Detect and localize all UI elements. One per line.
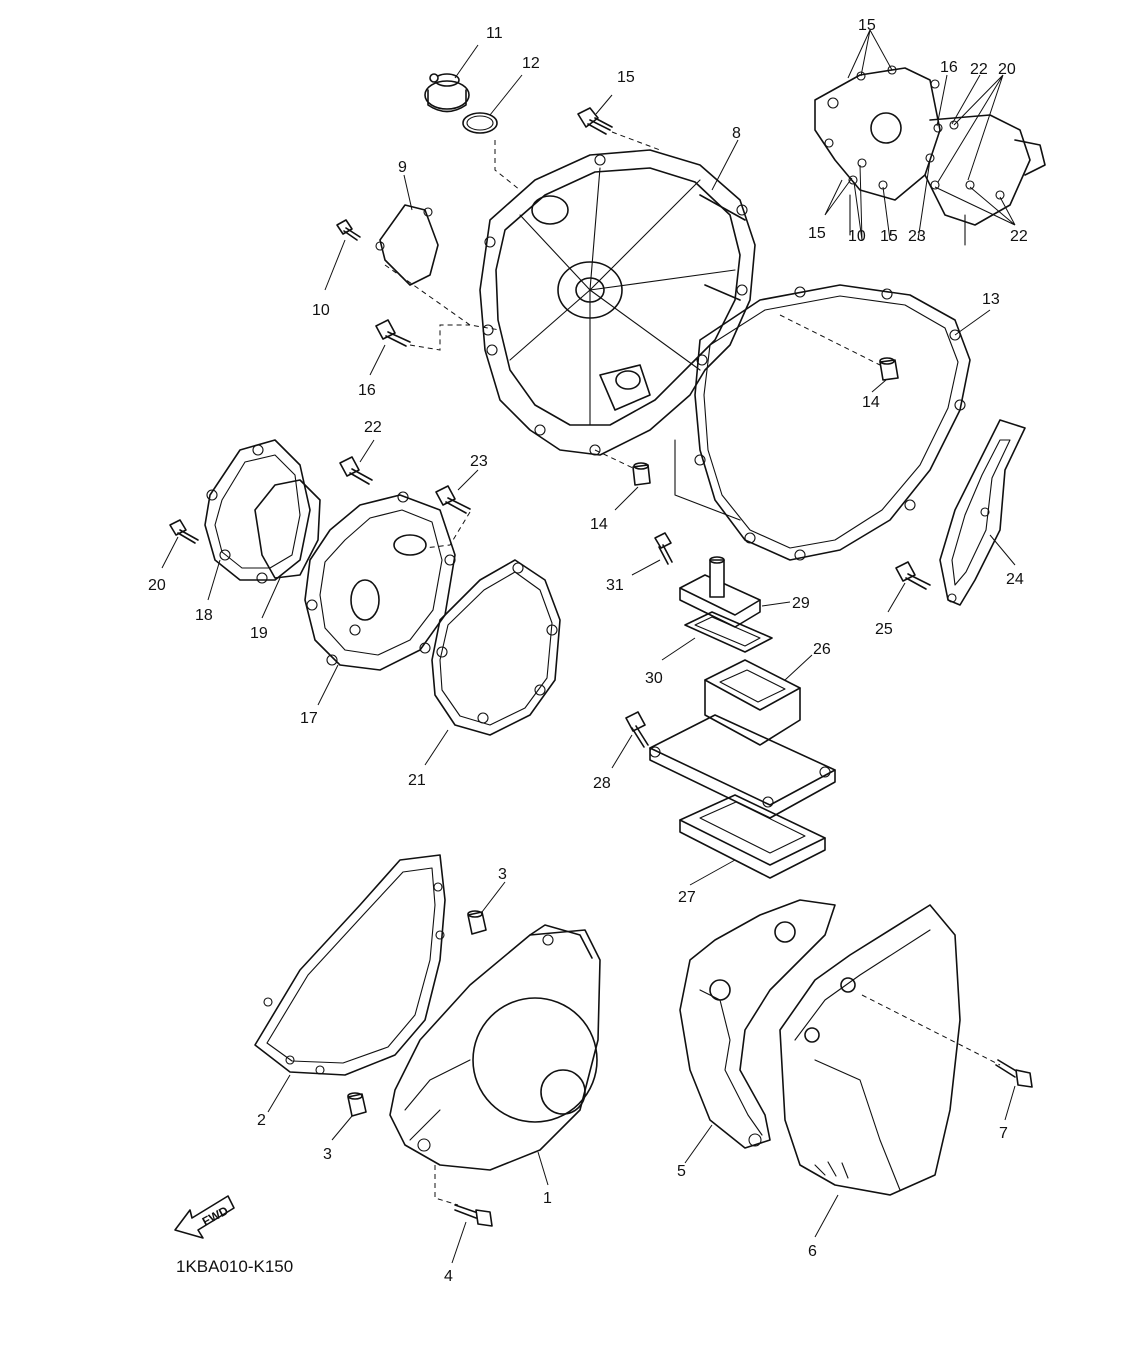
oil-filler-cap	[424, 44, 479, 113]
callout-31: 31	[606, 577, 624, 594]
callout-24: 24	[1006, 571, 1024, 588]
bracket-24	[939, 419, 1026, 606]
bolt-7	[995, 1059, 1033, 1121]
callout-28: 28	[593, 775, 611, 792]
clutch-cover	[479, 139, 756, 456]
inset-callout-15-top: 15	[858, 17, 876, 34]
cover-9	[375, 174, 501, 331]
inset-callout-22-bottom: 22	[1010, 228, 1028, 245]
inset-callout-22-top: 22	[970, 61, 988, 78]
bolt-25	[887, 561, 931, 613]
callout-23: 23	[470, 453, 488, 470]
inset-callout-15-left: 15	[808, 225, 826, 242]
plate-27-upper	[649, 714, 836, 819]
inset-callout-16: 16	[940, 59, 958, 76]
callout-30: 30	[645, 670, 663, 687]
callout-15: 15	[617, 69, 635, 86]
callout-12: 12	[522, 55, 540, 72]
o-ring	[462, 74, 523, 191]
dowel-pin-14a	[871, 357, 899, 393]
callout-7: 7	[999, 1125, 1008, 1142]
callout-3a: 3	[498, 866, 507, 883]
bolt-15	[577, 94, 661, 151]
bolt-23	[424, 469, 479, 549]
generator-cover	[389, 924, 601, 1206]
o-ring-19	[254, 479, 321, 619]
bolt-22	[339, 439, 375, 485]
gasket-2	[254, 854, 446, 1113]
callout-4: 4	[444, 1268, 453, 1285]
dowel-pin-3b	[331, 1092, 367, 1141]
diagram-code-label: 1KBA010-K150	[176, 1257, 293, 1276]
reed-valve-26	[704, 654, 813, 746]
callout-29: 29	[792, 595, 810, 612]
cover-6	[779, 904, 1001, 1238]
callout-14b: 14	[590, 516, 608, 533]
inset-callout-15-bottom: 15	[880, 228, 898, 245]
callout-22: 22	[364, 419, 382, 436]
callout-20: 20	[148, 577, 166, 594]
inset-callout-labels: 15 16 22 20 15 10 15 23 22	[808, 17, 1028, 245]
callout-5: 5	[677, 1163, 686, 1180]
bolt-20	[161, 519, 199, 569]
fwd-label: FWD	[200, 1203, 231, 1228]
callout-13: 13	[982, 291, 1000, 308]
callout-26: 26	[813, 641, 831, 658]
water-pump-housing-17	[304, 491, 456, 706]
callout-10: 10	[312, 302, 330, 319]
callout-18: 18	[195, 607, 213, 624]
callout-16: 16	[358, 382, 376, 399]
plate-27	[679, 794, 826, 886]
bolt-28	[611, 711, 649, 769]
callout-9: 9	[398, 159, 407, 176]
callout-1: 1	[543, 1190, 552, 1207]
callout-17: 17	[300, 710, 318, 727]
cover-5	[679, 899, 836, 1164]
inset-callout-10: 10	[848, 228, 866, 245]
inset-reference-view	[814, 29, 1046, 246]
callout-25: 25	[875, 621, 893, 638]
gasket-30	[661, 611, 773, 661]
inset-callout-23: 23	[908, 228, 926, 245]
clutch-cover-gasket	[694, 284, 991, 561]
callout-2: 2	[257, 1112, 266, 1129]
fwd-arrow-icon: FWD	[174, 1195, 235, 1239]
bolt-10	[324, 219, 361, 291]
callout-3b: 3	[323, 1146, 332, 1163]
water-pump-cover-18	[204, 439, 311, 601]
callout-6: 6	[808, 1243, 817, 1260]
callout-8: 8	[732, 125, 741, 142]
callout-27: 27	[678, 889, 696, 906]
inset-callout-20: 20	[998, 61, 1016, 78]
callout-21: 21	[408, 772, 426, 789]
callout-19: 19	[250, 625, 268, 642]
bolt-4	[451, 1204, 493, 1264]
bolt-31	[631, 532, 673, 576]
callout-11: 11	[486, 25, 503, 42]
dowel-pin-14b	[594, 439, 741, 521]
bolt-16	[369, 319, 470, 376]
dowel-pin-3a	[467, 881, 506, 935]
gasket-21	[424, 559, 561, 766]
callout-labels: 11 12 15 8 9 10 16 13 14 14 22 23 20 18 …	[148, 25, 1024, 1285]
callout-14a: 14	[862, 394, 880, 411]
cover-29	[679, 556, 791, 628]
